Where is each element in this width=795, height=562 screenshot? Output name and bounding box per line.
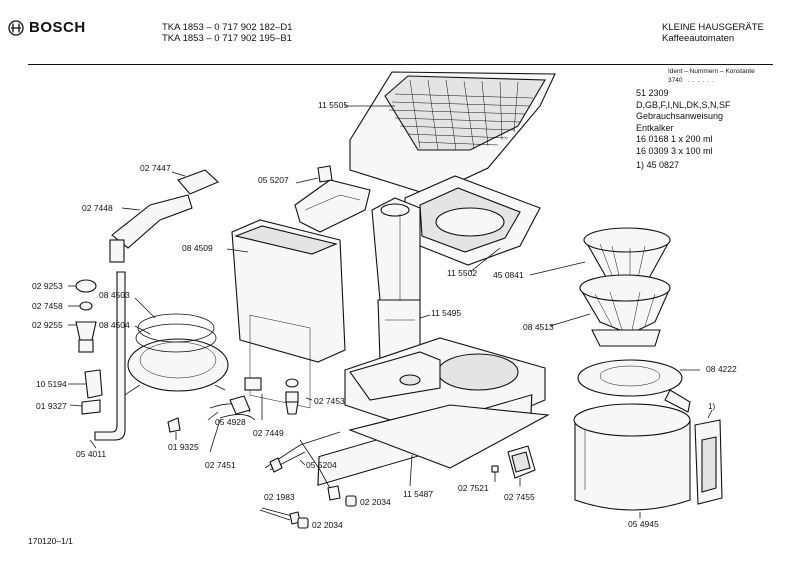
info-line: 16 0168 1 x 200 ml	[636, 134, 713, 144]
part-label: 02 2034	[360, 497, 391, 507]
part-label: 02 7449	[253, 428, 284, 438]
footnote-marker: 1)	[708, 402, 716, 411]
lid-part	[349, 71, 556, 196]
model-line-1: TKA 1853 – 0 717 902 182–D1	[162, 22, 293, 33]
part-label: 02 7453	[314, 396, 345, 406]
part-label: 02 1983	[264, 492, 295, 502]
part-label: 10 5194	[36, 379, 67, 389]
info-line: D,GB,F,I,NL,DK,S,N,SF	[636, 99, 731, 110]
footer-code: 170120–1/1	[28, 536, 73, 546]
part-label: 08 4504	[99, 320, 130, 330]
bosch-logo-icon	[8, 20, 24, 36]
heating-element	[119, 313, 229, 399]
paper-filter	[583, 227, 671, 299]
part-label: 02 9253	[32, 281, 63, 291]
part-label: 45 0841	[493, 270, 524, 280]
ident-heading: Ident – Nummern – Konstante	[668, 68, 755, 75]
part-label: 05 4011	[76, 449, 107, 459]
part-label: 05 4945	[628, 519, 659, 529]
carafe	[573, 403, 723, 511]
part-label: 02 2034	[312, 520, 343, 530]
part-label: 01 9327	[36, 401, 67, 411]
brand-name: BOSCH	[29, 19, 86, 36]
filter-holder-tray	[404, 175, 541, 266]
part-label: 08 4503	[99, 290, 130, 300]
part-label: 08 4222	[706, 364, 737, 374]
info-line: Entkalker	[636, 122, 674, 133]
info-line: 51 2309	[636, 88, 669, 98]
ident-value: 3740	[668, 77, 683, 84]
part-label: 01 9325	[168, 442, 199, 452]
filter-holder	[579, 274, 671, 347]
category-line-2: Kaffeeautomaten	[662, 33, 735, 44]
bracket-part	[294, 165, 371, 233]
info-list: 51 2309 D,GB,F,I,NL,DK,S,N,SF Gebrauchsa…	[636, 88, 731, 172]
cable-parts	[259, 431, 357, 529]
part-label: 02 7458	[32, 301, 63, 311]
outlet-pipe	[109, 194, 193, 263]
category-line-1: KLEINE HAUSGERÄTE	[662, 22, 764, 33]
part-label: 05 5204	[306, 460, 337, 470]
outlet-cap	[177, 169, 219, 195]
part-label: 11 5505	[318, 100, 349, 110]
part-label: 05 4928	[215, 417, 246, 427]
part-label: 11 5495	[431, 308, 462, 318]
part-label: 02 9255	[32, 320, 63, 330]
part-label: 05 5207	[258, 175, 289, 185]
part-label: 08 4513	[523, 322, 554, 332]
part-label: 02 7451	[205, 460, 236, 470]
info-line: 16 0309 3 x 100 ml	[636, 145, 713, 156]
main-column	[371, 197, 421, 369]
water-tank	[231, 219, 346, 409]
model-line-2: TKA 1853 – 0 717 902 195–B1	[162, 33, 292, 44]
ident-dots: ......	[688, 77, 717, 84]
switch-parts	[167, 377, 299, 433]
part-label: 02 7448	[82, 203, 113, 213]
seal-parts	[75, 279, 97, 353]
carafe-lid	[577, 359, 691, 413]
info-line: 1) 45 0827	[636, 160, 680, 170]
info-line: Gebrauchsanweisung	[636, 111, 724, 121]
part-label: 11 5487	[403, 489, 434, 499]
part-label: 08 4509	[182, 243, 213, 253]
part-label: 02 7521	[458, 483, 489, 493]
part-label: 11 5502	[447, 268, 478, 278]
riser-tube	[81, 271, 126, 441]
header-rule	[28, 64, 773, 65]
part-label: 02 7447	[140, 163, 171, 173]
part-label: 02 7455	[504, 492, 535, 502]
rocker-switch	[507, 445, 536, 479]
